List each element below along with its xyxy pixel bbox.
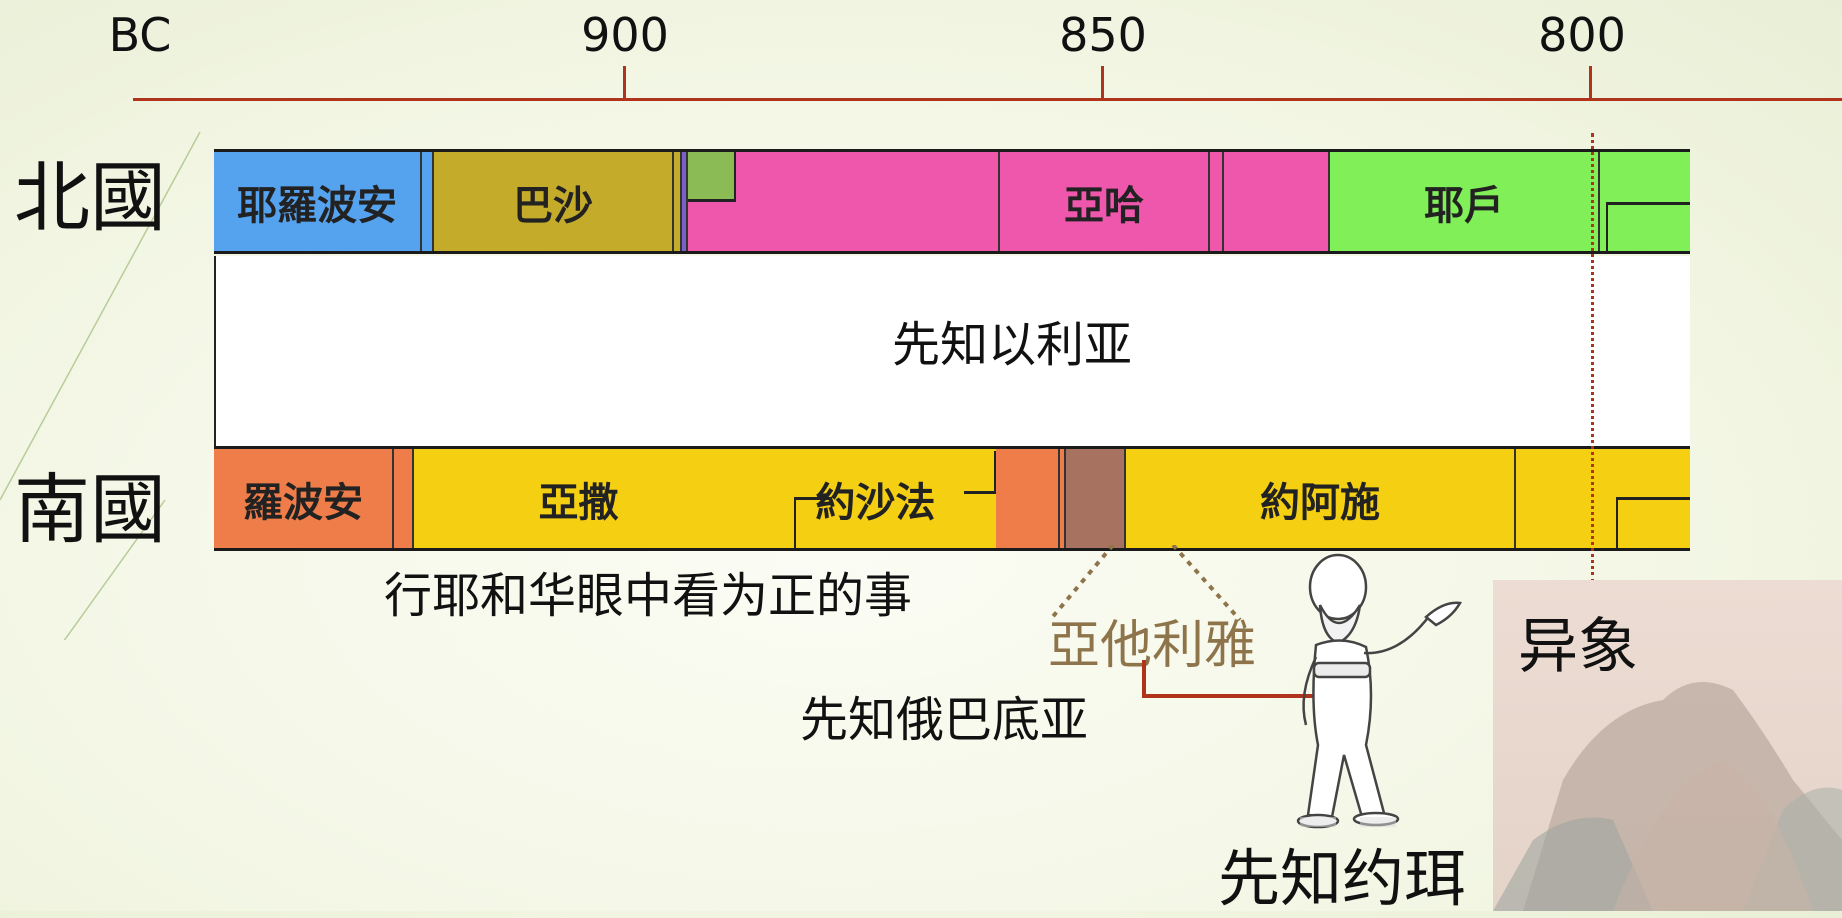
south-step-jehoshaphat-1: [964, 451, 996, 494]
north-king-tibni-block: [688, 152, 736, 202]
north-king-ahab: 亞哈: [1000, 152, 1210, 251]
south-king-joash-label: 約阿施: [1260, 479, 1380, 526]
note-did-right: 行耶和华眼中看为正的事: [384, 568, 913, 624]
axis-tick-800: [1589, 66, 1592, 100]
north-king-jeroboam: 耶羅波安: [214, 152, 422, 251]
decorative-diagonal-lines: [0, 131, 201, 640]
kingdom-label-north: 北國: [14, 153, 166, 242]
north-king-zimri: [682, 152, 688, 251]
athaliah-connector: [1048, 545, 1242, 622]
north-kingdom-lane: 耶羅波安 巴沙 亞哈 耶戶: [214, 149, 1690, 254]
south-king-jehoshaphat-label: 約沙法: [815, 479, 936, 526]
north-king-ahab-label: 亞哈: [1064, 182, 1144, 229]
south-kingdom-lane: 羅波安 亞撒 約沙法 約阿施: [214, 446, 1690, 551]
vision-label: 异象: [1518, 612, 1638, 682]
timeline-axis: [133, 98, 1842, 101]
north-king-nadab: [422, 152, 434, 251]
axis-label-850: 850: [1059, 8, 1147, 62]
south-step-marker: [1616, 497, 1690, 548]
north-king-ahaziah: [1210, 152, 1224, 251]
prophet-band: [214, 256, 1690, 447]
north-king-joram: [1224, 152, 1330, 251]
axis-label-900: 900: [581, 8, 669, 62]
north-king-jehoahaz: [1600, 152, 1690, 251]
north-king-baasha: 巴沙: [434, 152, 674, 251]
north-king-omri: [688, 152, 1000, 251]
prophet-joel-figure: [1296, 553, 1463, 829]
axis-tick-900: [623, 66, 626, 100]
note-athaliah: 亞他利雅: [1048, 616, 1257, 676]
south-king-ahaziah: [1060, 449, 1066, 548]
south-king-jehoram: [996, 449, 1060, 548]
north-king-elah: [674, 152, 682, 251]
south-queen-athaliah-block: [1066, 449, 1126, 548]
south-king-joash: 約阿施: [1126, 449, 1516, 548]
south-king-rehoboam-label: 羅波安: [243, 479, 363, 526]
year-800-marker-line: [1591, 133, 1594, 583]
kingdom-label-south: 南國: [14, 465, 166, 554]
north-king-jeroboam-label: 耶羅波安: [237, 182, 397, 229]
prophet-obadiah-label: 先知俄巴底亚: [800, 692, 1089, 748]
landscape-painting: [1493, 580, 1842, 911]
south-king-asa-label: 亞撒: [538, 479, 619, 526]
south-king-abijah: [394, 449, 414, 548]
prophet-elijah-label: 先知以利亚: [891, 317, 1133, 373]
axis-tick-850: [1101, 66, 1104, 100]
south-step-asa: [794, 497, 830, 548]
axis-label-bc: BC: [108, 8, 172, 62]
north-king-jehu: 耶戶: [1330, 152, 1600, 251]
prophet-joel-label: 先知约珥: [1218, 842, 1467, 915]
axis-label-800: 800: [1538, 8, 1626, 62]
south-king-rehoboam: 羅波安: [214, 449, 394, 548]
mountain-painting-art: [1493, 682, 1842, 911]
north-king-jehu-label: 耶戶: [1424, 182, 1504, 229]
north-king-baasha-label: 巴沙: [513, 182, 593, 229]
north-step-marker: [1606, 202, 1690, 251]
south-king-asa: 亞撒: [414, 449, 764, 548]
